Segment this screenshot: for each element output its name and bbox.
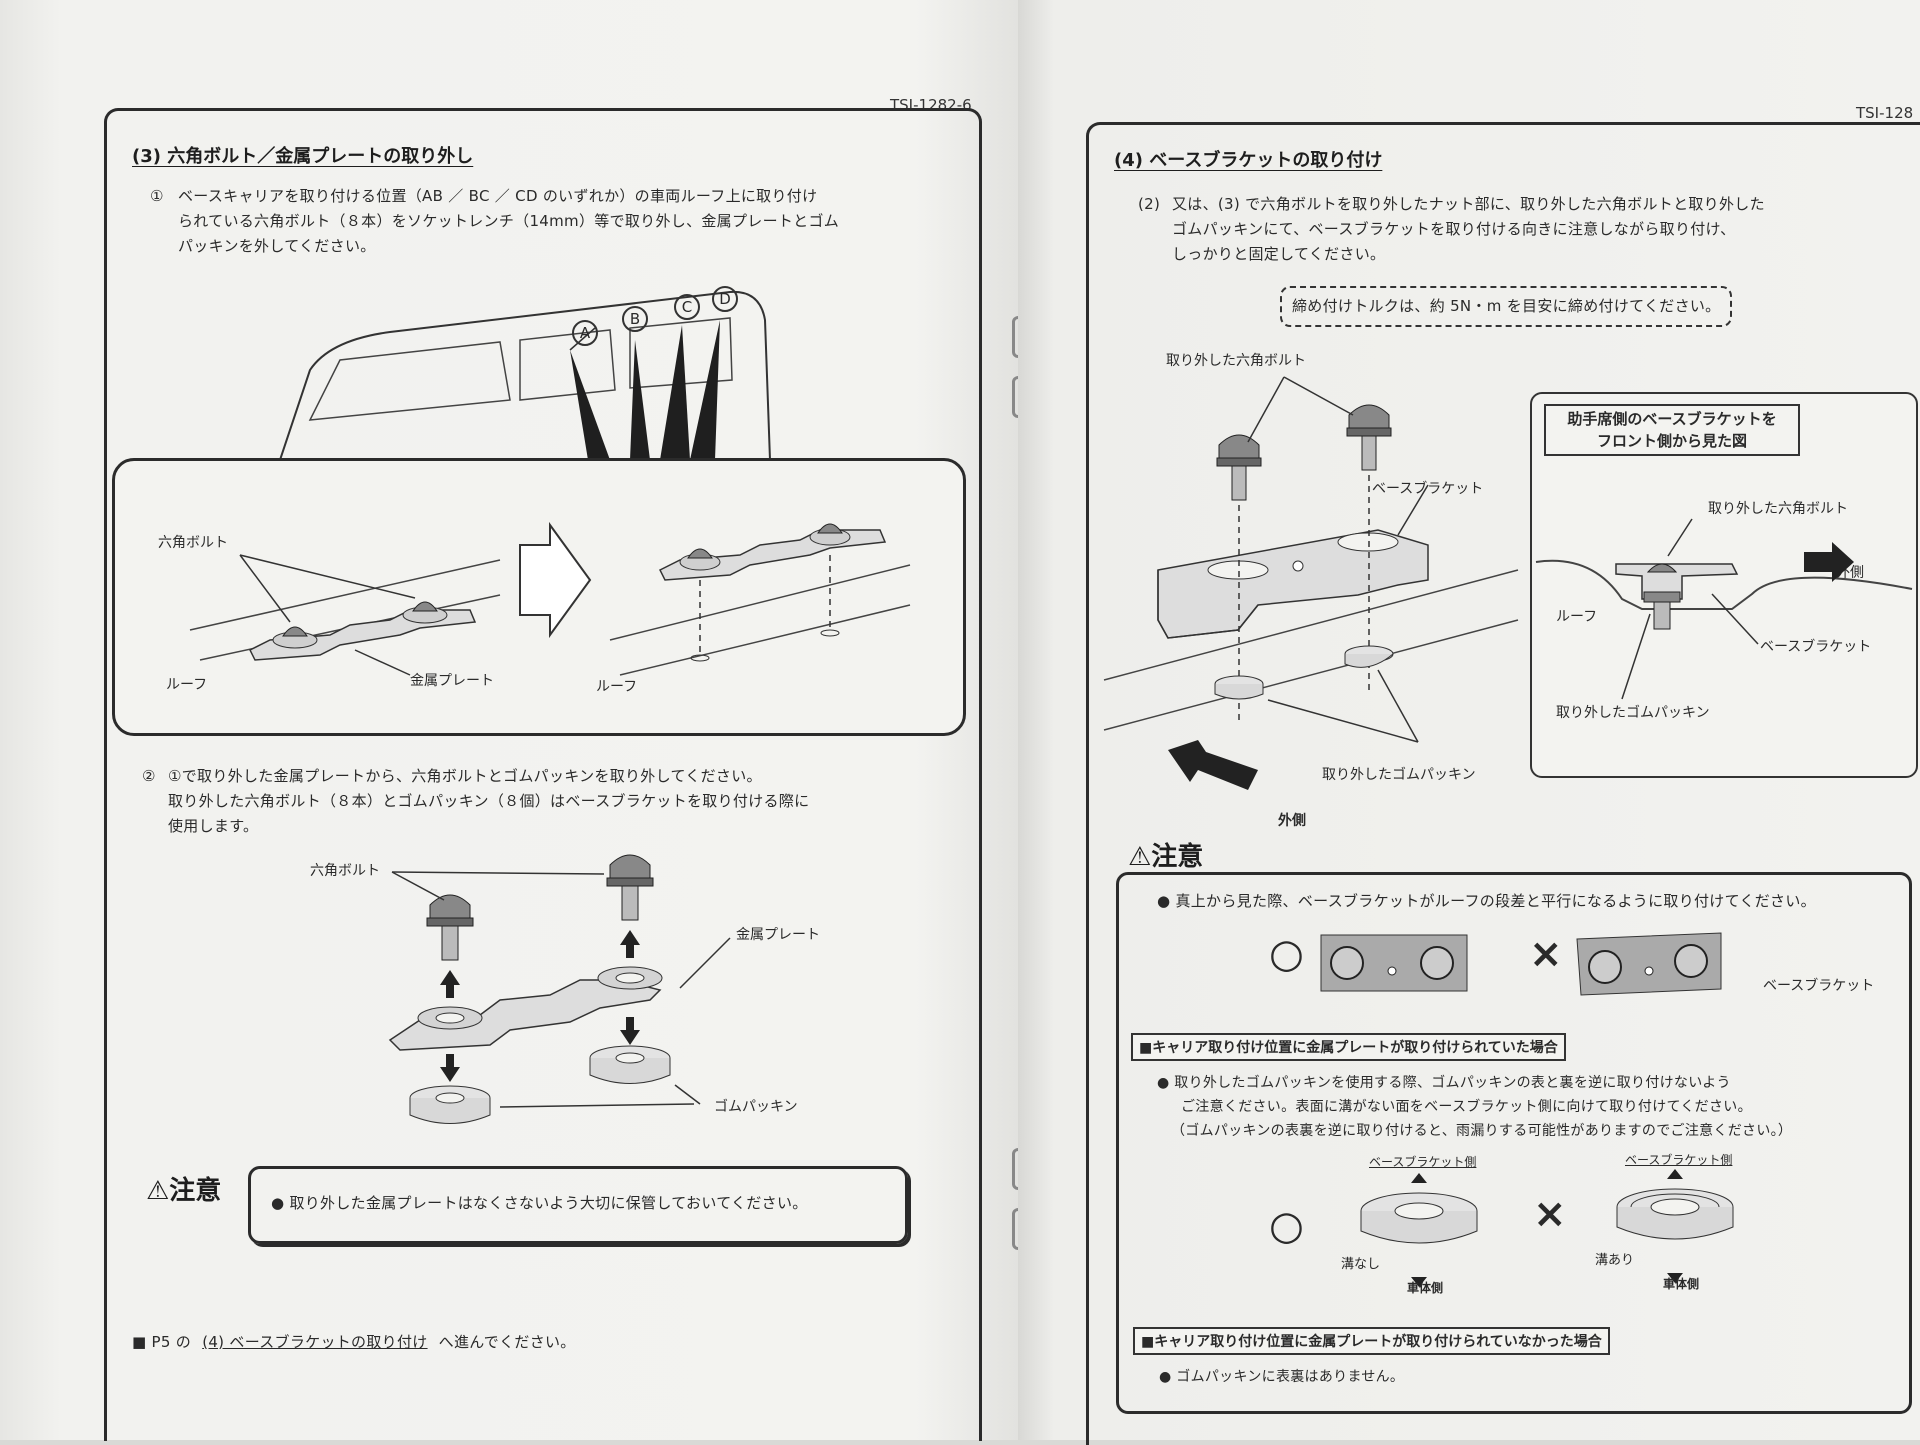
right-page: TSI-128 (4) ベースブラケットの取り付け (2) 又は、(3) で六角… xyxy=(1018,0,1920,1445)
step-number: ① xyxy=(150,187,164,205)
case1-line: ● 取り外したゴムパッキンを使用する際、ゴムパッキンの表と裏を逆に取り付けないよ… xyxy=(1157,1075,1731,1091)
section-title: (3) 六角ボルト／金属プレートの取り外し xyxy=(132,146,474,167)
label-bracket-side: ベースブラケット側 xyxy=(1369,1155,1477,1169)
bracket-install-diagram xyxy=(1103,376,1519,790)
caution-heading: ⚠注意 xyxy=(1128,842,1204,872)
step-number: ② xyxy=(142,767,156,785)
label-removed-bolt: 取り外した六角ボルト xyxy=(1166,353,1306,369)
step-text: ①で取り外した金属プレートから、六角ボルトとゴムパッキンを取り外してください。 … xyxy=(168,764,968,839)
disassembly-diagram xyxy=(388,854,671,1124)
inset-title-line: フロント側から見た図 xyxy=(1596,432,1747,450)
marker-c: C xyxy=(674,294,700,320)
step-line: パッキンを外してください。 xyxy=(178,237,376,255)
case2-heading: ■キャリア取り付け位置に金属プレートが取り付けられていなかった場合 xyxy=(1133,1327,1610,1355)
inset-title-line: 助手席側のベースブラケットを xyxy=(1567,410,1777,428)
step-line: られている六角ボルト（８本）をソケットレンチ（14mm）等で取り外し、金属プレー… xyxy=(178,212,840,230)
inset-label-bracket: ベースブラケット xyxy=(1760,639,1872,655)
step-line: しっかりと固定してください。 xyxy=(1172,245,1386,263)
label-vehicle-side: 車体側 xyxy=(1407,1281,1444,1295)
case1-line: （ゴムパッキンの表裏を逆に取り付けると、雨漏りする可能性がありますのでご注意くだ… xyxy=(1171,1123,1793,1139)
label-bolt: 六角ボルト xyxy=(310,863,380,879)
inset-label-bolt: 取り外した六角ボルト xyxy=(1708,501,1848,517)
bracket-top-view-wrong xyxy=(1576,932,1722,996)
next-section-link[interactable]: (4) ベースブラケットの取り付け xyxy=(202,1333,428,1351)
step-line: ベースキャリアを取り付ける位置（AB ／ BC ／ CD のいずれか）の車両ルー… xyxy=(178,187,818,205)
caution-box: ● 真上から見た際、ベースブラケットがルーフの段差と平行になるように取り付けてく… xyxy=(1116,872,1912,1414)
footer-prefix: ■ P5 の xyxy=(132,1333,192,1351)
leader-lines xyxy=(391,871,731,1108)
ng-mark: × xyxy=(1533,1191,1567,1237)
inset-title: 助手席側のベースブラケットを フロント側から見た図 xyxy=(1544,404,1800,456)
step-line: 取り外した六角ボルト（８本）とゴムパッキン（８個）はベースブラケットを取り付ける… xyxy=(168,792,810,810)
label-bracket-side: ベースブラケット側 xyxy=(1625,1153,1733,1167)
inset-panel: 助手席側のベースブラケットを フロント側から見た図 取り外した六角ボルト 外側 … xyxy=(1530,392,1918,778)
label-metal-plate: 金属プレート xyxy=(410,673,494,689)
case1-line: ご注意ください。表面に溝がない面をベースブラケット側に向けて取り付けてください。 xyxy=(1181,1099,1752,1115)
label-bolt: 六角ボルト xyxy=(158,535,228,551)
label-no-groove: 溝なし xyxy=(1341,1257,1381,1272)
marker-d: D xyxy=(712,286,738,312)
page-number: TSI-128 xyxy=(1856,104,1914,122)
page-frame xyxy=(1086,122,1920,1445)
ng-mark: × xyxy=(1529,931,1563,977)
inset-label-roof: ルーフ xyxy=(1556,609,1598,625)
step-text: 又は、(3) で六角ボルトを取り外したナット部に、取り外した六角ボルトと取り外し… xyxy=(1172,192,1872,267)
case2-text: ● ゴムパッキンに表裏はありません。 xyxy=(1159,1369,1405,1385)
step-line: ゴムパッキンにて、ベースブラケットを取り付ける向きに注意しながら取り付け、 xyxy=(1172,220,1736,238)
packing-correct xyxy=(1360,1173,1478,1287)
caution-text: ● 取り外した金属プレートはなくさないよう大切に保管しておいてください。 xyxy=(271,1194,808,1212)
caution-bullet: ● 真上から見た際、ベースブラケットがルーフの段差と平行になるように取り付けてく… xyxy=(1157,892,1816,910)
step-number: (2) xyxy=(1138,195,1161,213)
inset-label-packing: 取り外したゴムパッキン xyxy=(1556,705,1710,721)
label-rubber-packing: ゴムパッキン xyxy=(714,1099,798,1115)
car-illustration xyxy=(279,290,771,460)
page-frame xyxy=(104,108,982,1441)
label-removed-packing: 取り外したゴムパッキン xyxy=(1322,767,1476,783)
step-line: 又は、(3) で六角ボルトを取り外したナット部に、取り外した六角ボルトと取り外し… xyxy=(1172,195,1765,213)
footer-suffix: へ進んでください。 xyxy=(438,1333,576,1351)
marker-a: A xyxy=(572,320,598,346)
label-metal-plate: 金属プレート xyxy=(736,927,820,943)
marker-b: B xyxy=(622,306,648,332)
removal-diagram xyxy=(189,521,911,676)
label-vehicle-side: 車体側 xyxy=(1663,1277,1700,1291)
ok-mark: ○ xyxy=(1269,1203,1304,1249)
label-groove: 溝あり xyxy=(1595,1253,1635,1268)
case1-heading: ■キャリア取り付け位置に金属プレートが取り付けられていた場合 xyxy=(1131,1033,1566,1061)
bracket-top-view-correct xyxy=(1320,934,1468,992)
packing-wrong xyxy=(1616,1169,1734,1283)
step-line: ①で取り外した金属プレートから、六角ボルトとゴムパッキンを取り外してください。 xyxy=(168,767,762,785)
label-outer-side: 外側 xyxy=(1278,813,1306,829)
left-page: TSI-1282-6 (3) 六角ボルト／金属プレートの取り外し ① ベースキャ… xyxy=(0,0,1018,1441)
caution-box: ● 取り外した金属プレートはなくさないよう大切に保管しておいてください。 xyxy=(248,1166,908,1244)
label-base-bracket: ベースブラケット xyxy=(1763,978,1875,994)
label-roof: ルーフ xyxy=(166,677,208,693)
torque-note: 締め付けトルクは、約 5N・m を目安に締め付けてください。 xyxy=(1280,286,1733,327)
footer-note: ■ P5 の (4) ベースブラケットの取り付け へ進んでください。 xyxy=(132,1330,576,1355)
inset-diagram xyxy=(1535,518,1913,700)
step-text: ベースキャリアを取り付ける位置（AB ／ BC ／ CD のいずれか）の車両ルー… xyxy=(178,184,958,259)
label-base-bracket: ベースブラケット xyxy=(1372,481,1484,497)
case1-text: ● 取り外したゴムパッキンを使用する際、ゴムパッキンの表と裏を逆に取り付けないよ… xyxy=(1157,1071,1897,1143)
step-line: 使用します。 xyxy=(168,817,259,835)
label-roof: ルーフ xyxy=(596,679,638,695)
section-title: (4) ベースブラケットの取り付け xyxy=(1114,150,1383,171)
ok-mark: ○ xyxy=(1269,931,1304,977)
caution-heading: ⚠注意 xyxy=(146,1176,222,1206)
